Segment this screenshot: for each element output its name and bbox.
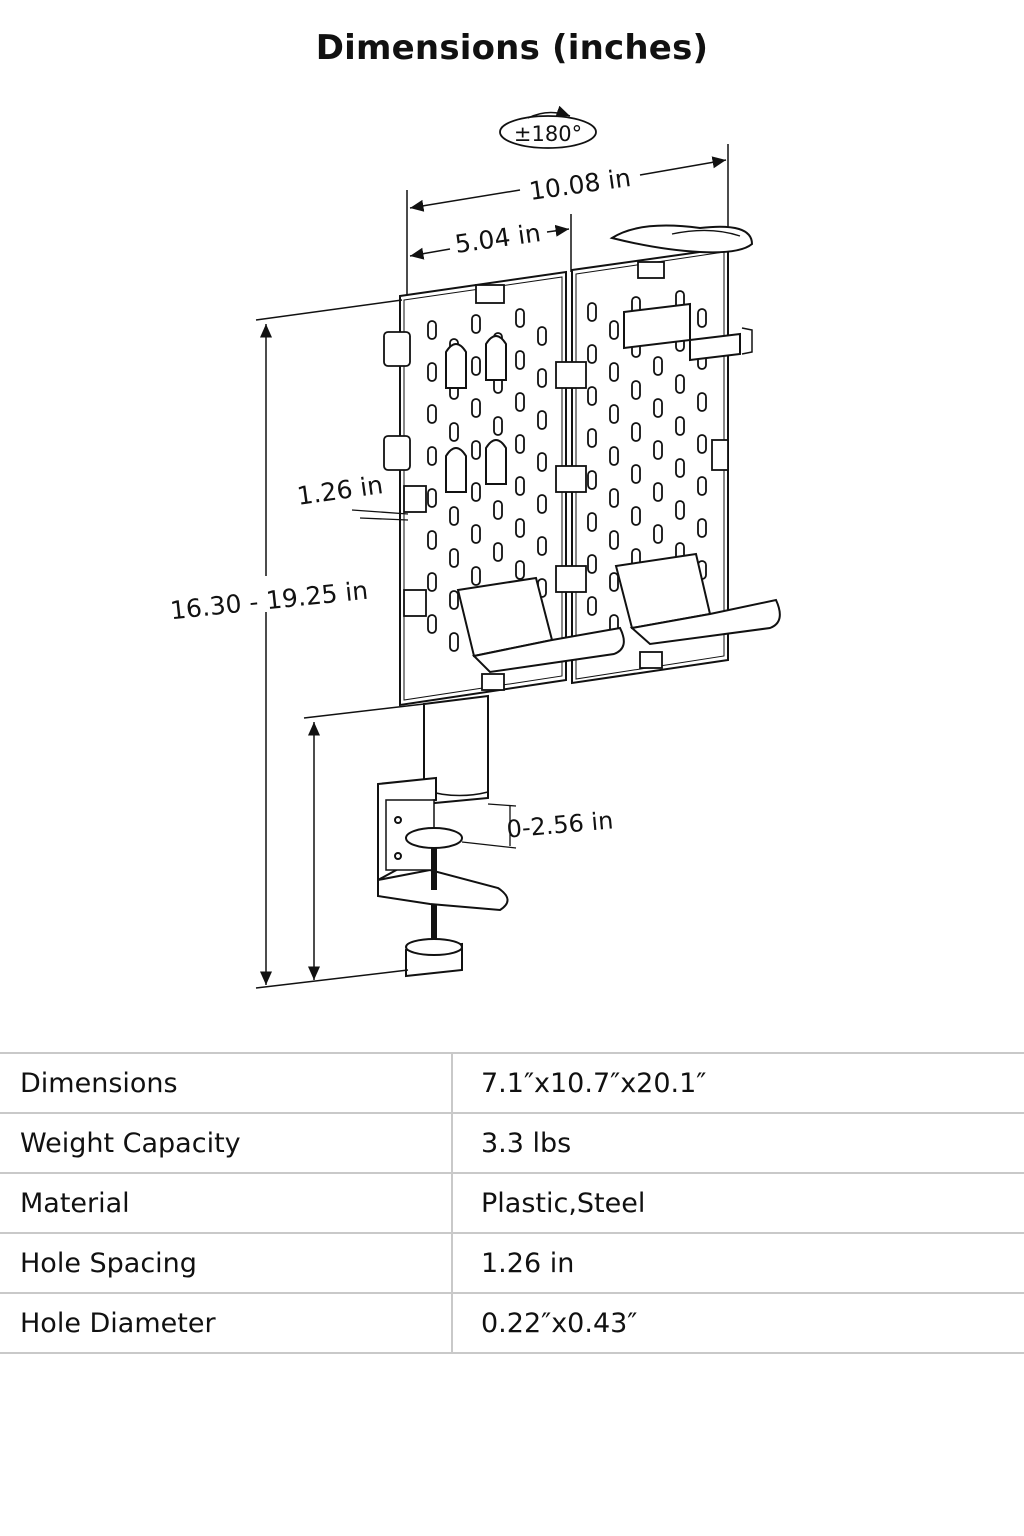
hole-spacing-label: 1.26 in <box>295 470 385 511</box>
rotation-label: ±180° <box>514 122 582 146</box>
pegboard-hooks <box>445 335 507 493</box>
shelf-right <box>614 552 781 646</box>
spec-label: Hole Diameter <box>0 1292 453 1354</box>
tray-holder <box>623 302 753 362</box>
spec-label: Hole Spacing <box>0 1232 453 1294</box>
shelf-left <box>456 576 625 674</box>
hole-spacing-dimension: 1.26 in <box>295 470 409 521</box>
spec-label: Dimensions <box>0 1052 453 1114</box>
spec-label: Material <box>0 1172 453 1234</box>
page-title: Dimensions (inches) <box>315 28 709 68</box>
spec-value: 3.3 lbs <box>452 1112 1024 1174</box>
spec-value: Plastic,Steel <box>452 1172 1024 1234</box>
half-width-dimension: 5.04 in <box>409 214 572 272</box>
spec-value: 7.1″x10.7″x20.1″ <box>452 1052 1024 1114</box>
spec-value: 1.26 in <box>452 1232 1024 1294</box>
pegboard-dimension-diagram: ±180° 10.08 in 5.04 in <box>169 105 781 989</box>
clamp-range-dimension: 0-2.56 in <box>461 803 614 849</box>
rotation-indicator: ±180° <box>499 105 597 149</box>
desk-clamp <box>377 776 509 978</box>
clamp-label: 0-2.56 in <box>505 806 614 843</box>
width-total-label: 10.08 in <box>527 163 632 206</box>
spec-value: 0.22″x0.43″ <box>452 1292 1024 1354</box>
cable-holder-top <box>609 224 754 254</box>
spec-label: Weight Capacity <box>0 1112 453 1174</box>
width-half-label: 5.04 in <box>453 218 543 259</box>
edge-clips <box>383 261 729 691</box>
